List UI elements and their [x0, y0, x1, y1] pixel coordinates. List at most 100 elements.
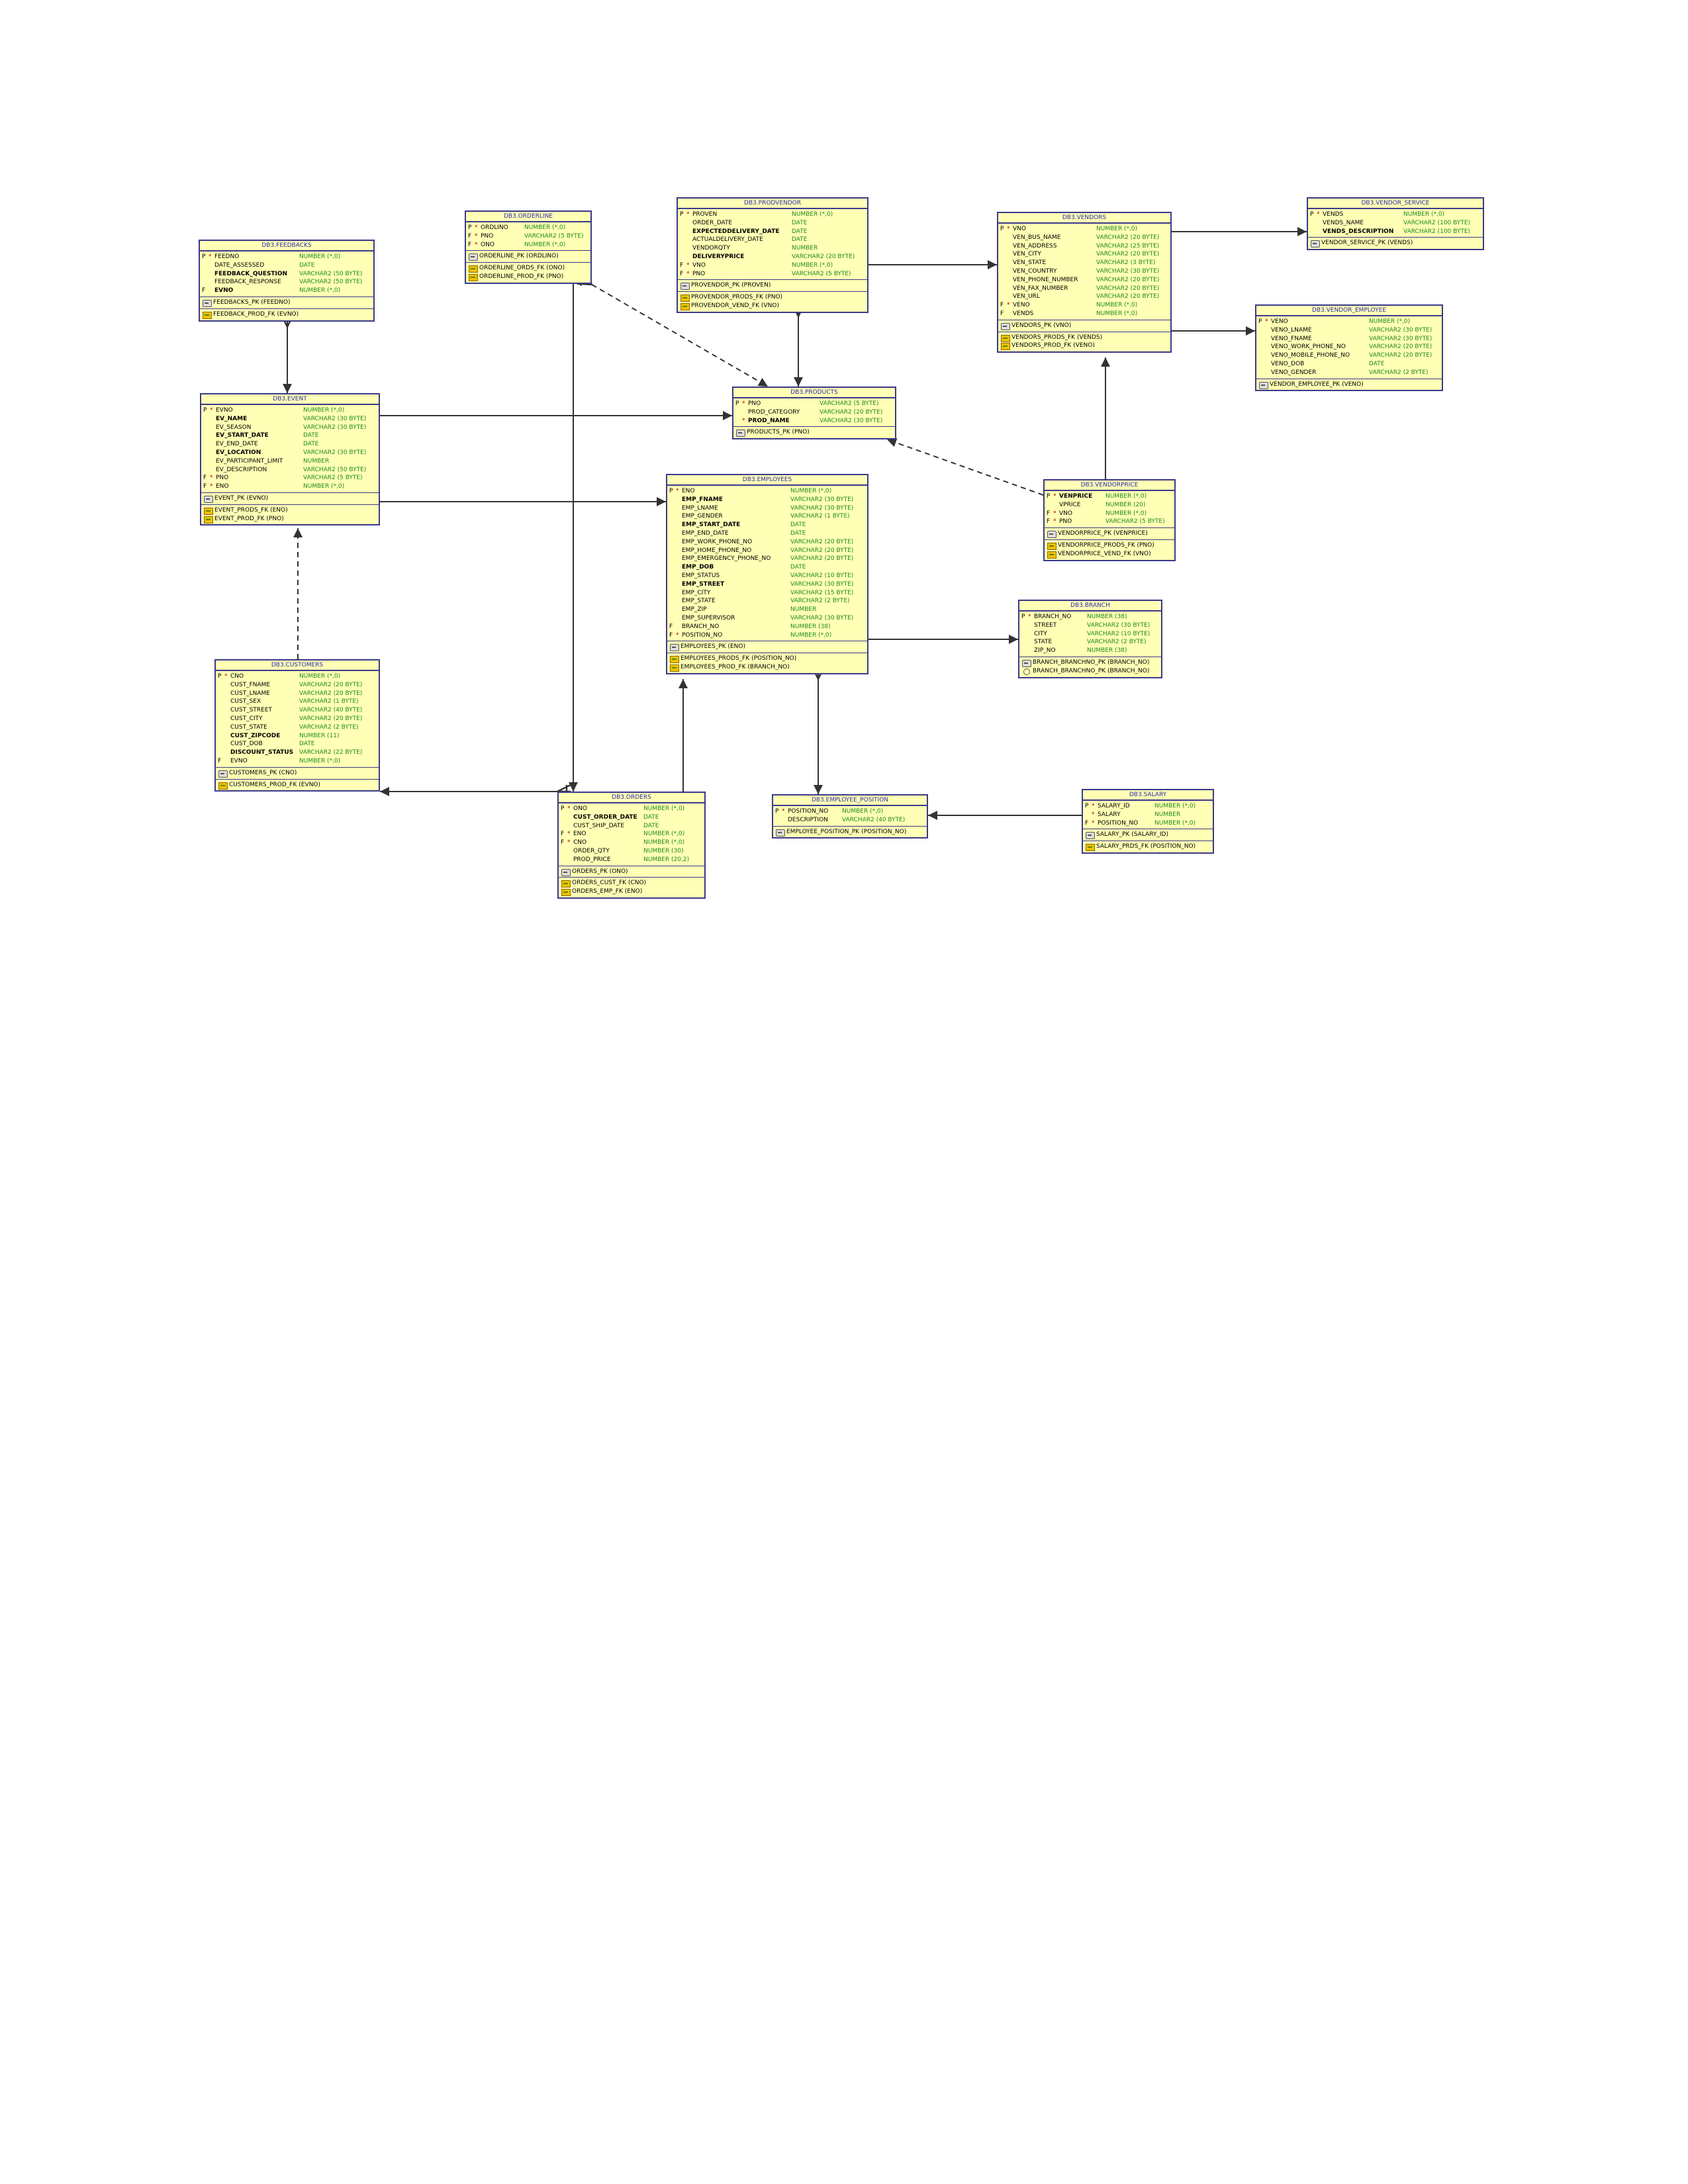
primary-key-row[interactable]: VENDOR_SERVICE_PK (VENDS)	[1308, 239, 1483, 248]
foreign-key-row[interactable]: EMPLOYEES_PROD_FK (BRANCH_NO)	[667, 663, 867, 672]
foreign-key-row[interactable]: VENDORPRICE_PRODS_FK (PNO)	[1045, 541, 1174, 550]
primary-key-row[interactable]: SALARY_PK (SALARY_ID)	[1083, 831, 1213, 840]
foreign-key-row[interactable]: EMPLOYEES_PRODS_FK (POSITION_NO)	[667, 655, 867, 664]
primary-key-row[interactable]: BRANCH_BRANCHNO_PK (BRANCH_NO)	[1019, 667, 1161, 676]
primary-key-row[interactable]: EMPLOYEE_POSITION_PK (POSITION_NO)	[773, 828, 927, 837]
foreign-key-row[interactable]: FEEDBACK_PROD_FK (EVNO)	[200, 310, 373, 319]
primary-key-row[interactable]: EMPLOYEES_PK (ENO)	[667, 643, 867, 652]
primary-key-row[interactable]: CUSTOMERS_PK (CNO)	[216, 769, 379, 778]
relationship-vendorprice-to-products[interactable]	[886, 438, 1058, 506]
foreign-key-row[interactable]: ORDERLINE_ORDS_FK (ONO)	[466, 264, 590, 273]
foreign-key-row[interactable]: EVENT_PRODS_FK (ENO)	[201, 506, 379, 515]
foreign-key-row[interactable]: VENDORS_PROD_FK (VENO)	[998, 341, 1170, 351]
primary-key-row[interactable]: BRANCH_BRANCHNO_PK (BRANCH_NO)	[1019, 659, 1161, 667]
foreign-key-row[interactable]: ORDERS_EMP_FK (ENO)	[559, 887, 704, 897]
primary-key-row[interactable]: FEEDBACKS_PK (FEEDNO)	[200, 298, 373, 307]
primary-key-row[interactable]: PRODUCTS_PK (PNO)	[733, 428, 895, 437]
primary-key-row[interactable]: ORDERLINE_PK (ORDLINO)	[466, 252, 590, 261]
primary-key-row[interactable]: VENDOR_EMPLOYEE_PK (VENO)	[1256, 381, 1442, 389]
foreign-key-row[interactable]: CUSTOMERS_PROD_FK (EVNO)	[216, 781, 379, 790]
foreign-key-row[interactable]: PROVENDOR_VEND_FK (VNO)	[678, 302, 867, 310]
foreign-key-row[interactable]: PROVENDOR_PRODS_FK (PNO)	[678, 293, 867, 302]
foreign-key-row[interactable]: ORDERS_CUST_FK (CNO)	[559, 879, 704, 888]
